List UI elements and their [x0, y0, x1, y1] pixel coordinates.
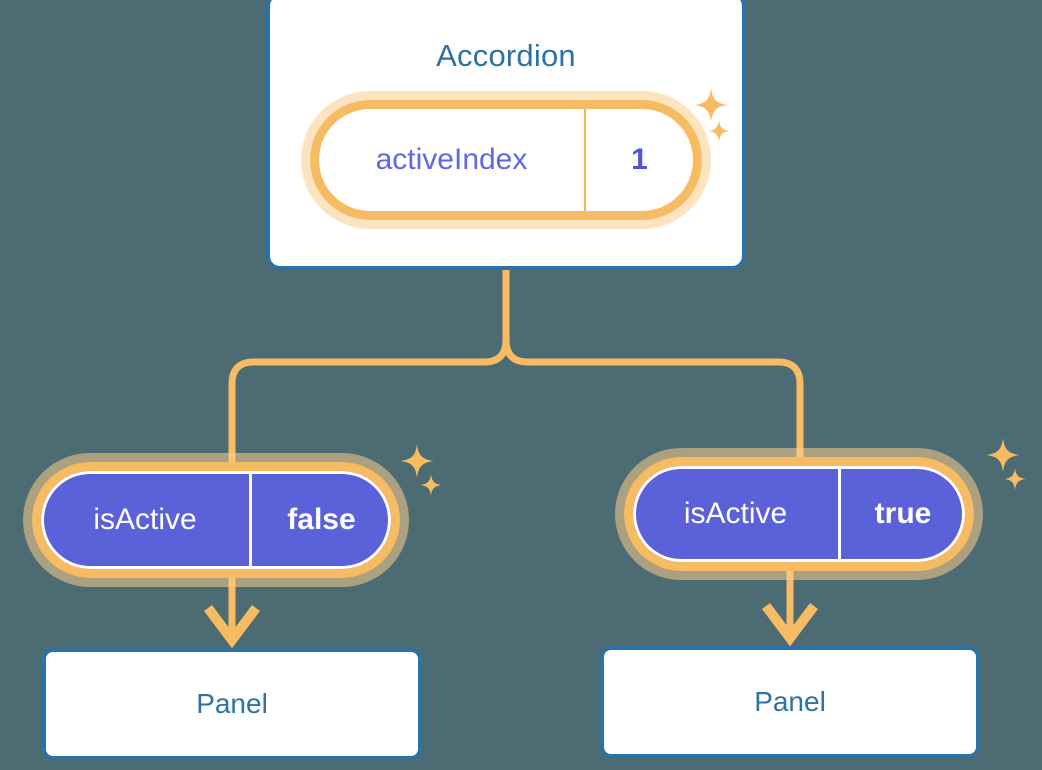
state-pill-body: activeIndex 1 [310, 100, 702, 220]
arrow-down-icon [762, 571, 818, 647]
state-pill-isactive-true[interactable]: isActive true [624, 457, 974, 571]
sparkle-icon [420, 474, 442, 496]
state-pill-activeindex[interactable]: activeIndex 1 [310, 100, 702, 220]
state-value: true [874, 497, 932, 530]
panel-title: Panel [196, 688, 268, 719]
sparkle-icon [986, 438, 1020, 472]
state-value: false [287, 503, 356, 536]
state-value: 1 [631, 143, 648, 176]
state-pill-divider [838, 469, 841, 559]
connector-right-branch [502, 266, 804, 461]
component-title: Accordion [436, 38, 576, 73]
sparkle-icon [400, 444, 434, 478]
panel-card-left[interactable]: Panel [42, 648, 422, 760]
panel-title: Panel [754, 686, 826, 717]
state-pill-body: isActive true [624, 457, 974, 571]
arrow-down-icon [204, 578, 260, 649]
state-pill-body: isActive false [32, 462, 400, 578]
connector-left-branch [228, 266, 510, 466]
panel-card-right[interactable]: Panel [600, 646, 980, 758]
state-key: activeIndex [319, 109, 586, 211]
sparkle-icon [1004, 468, 1026, 490]
state-pill-divider [249, 474, 252, 566]
state-key: isActive [683, 497, 788, 530]
state-key: isActive [93, 503, 197, 536]
state-pill-isactive-false[interactable]: isActive false [32, 462, 400, 578]
